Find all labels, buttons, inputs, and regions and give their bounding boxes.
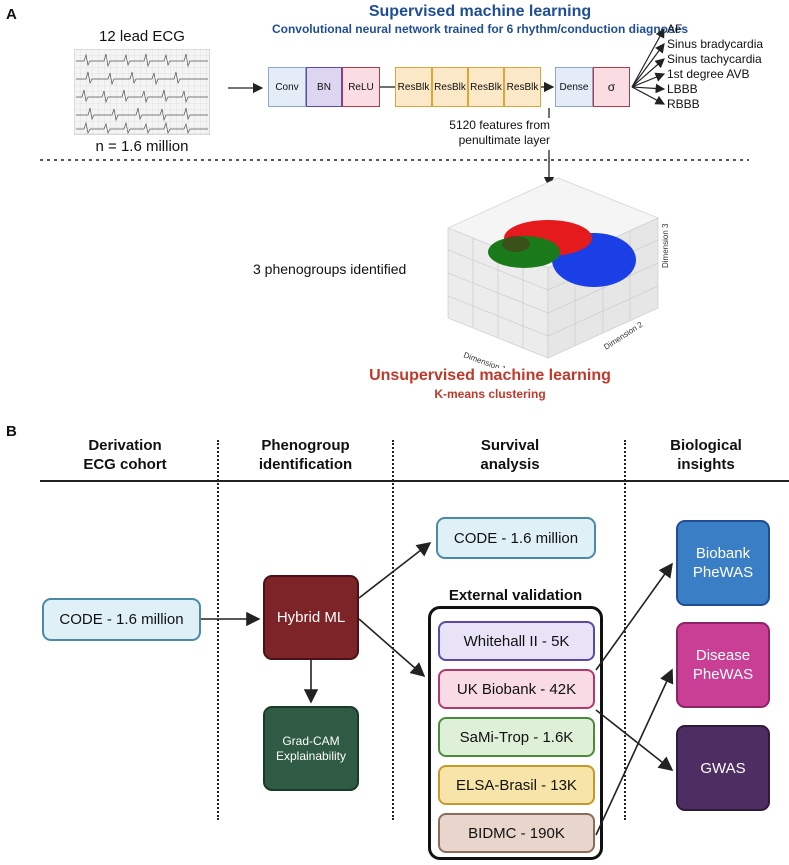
cohort-elsa-brasil: ELSA-Brasil - 13K — [438, 765, 595, 805]
gradcam-box: Grad-CAM Explainability — [263, 706, 359, 791]
gwas-box: GWAS — [676, 725, 770, 811]
diagnosis-af: AF — [667, 22, 683, 36]
panel-a-label: A — [6, 6, 17, 23]
header-survival: Survival analysis — [480, 437, 540, 473]
arrow-ukbiobank-to-gwas — [595, 709, 674, 771]
layer-bn: BN — [306, 67, 342, 107]
panel-b-connectors — [201, 542, 674, 836]
diagnosis-1st-degree-avb: 1st degree AVB — [667, 67, 750, 81]
diagnosis-lbbb: LBBB — [667, 82, 698, 96]
layer-resblk-1: ResBlk — [395, 67, 432, 107]
supervised-title: Supervised machine learning — [368, 3, 592, 20]
ecg-title: 12 lead ECG — [99, 28, 185, 45]
layer-resblk-2: ResBlk — [432, 67, 468, 107]
header-phenogroup: Phenogroup identification — [258, 437, 353, 473]
phenogroups-label: 3 phenogroups identified — [253, 261, 407, 277]
external-validation-title: External validation — [448, 587, 583, 604]
column-divider-2 — [392, 440, 394, 820]
panel-a-connectors — [40, 27, 749, 188]
cohort-bidmc: BIDMC - 190K — [438, 813, 595, 853]
hybrid-ml-box: Hybrid ML — [263, 575, 359, 660]
survival-code-box: CODE - 1.6 million — [436, 517, 596, 559]
features-note: 5120 features from penultimate layer — [449, 118, 550, 147]
layer-relu: ReLU — [342, 67, 380, 107]
ecg-image — [74, 49, 210, 135]
header-derivation: Derivation ECG cohort — [83, 437, 167, 473]
cohort-whitehall: Whitehall II - 5K — [438, 621, 595, 661]
unsupervised-title: Unsupervised machine learning — [369, 367, 611, 384]
arrow-hybrid-to-survival-code — [358, 542, 432, 599]
diagnosis-sinus-bradycardia: Sinus bradycardia — [667, 37, 764, 51]
arrow-hybrid-to-external — [358, 618, 426, 678]
supervised-subtitle: Convolutional neural network trained for… — [271, 22, 689, 36]
axis-label-dimension-1: Dimension 1 — [462, 350, 507, 368]
cluster-plot: Dimension 1 Dimension 2 Dimension 3 — [447, 177, 670, 368]
layer-dense: Dense — [555, 67, 593, 107]
header-rule — [40, 480, 789, 482]
cohort-uk-biobank: UK Biobank - 42K — [438, 669, 595, 709]
column-divider-1 — [217, 440, 219, 820]
panel-b-label: B — [6, 423, 17, 440]
diagnosis-fan-arrows — [631, 27, 666, 105]
axis-label-dimension-3: Dimension 3 — [661, 223, 670, 268]
layer-resblk-3: ResBlk — [468, 67, 504, 107]
layer-sigmoid: σ — [593, 67, 630, 107]
derivation-code-box: CODE - 1.6 million — [42, 598, 201, 641]
external-validation-group — [428, 606, 603, 860]
arrow-bidmc-to-disease-phewas — [595, 668, 674, 836]
layer-conv: Conv — [268, 67, 306, 107]
header-biological: Biological insights — [670, 437, 742, 473]
disease-phewas-box: Disease PheWAS — [676, 622, 770, 708]
layer-resblk-4: ResBlk — [504, 67, 541, 107]
diagnosis-sinus-tachycardia: Sinus tachycardia — [667, 52, 762, 66]
biobank-phewas-box: Biobank PheWAS — [676, 520, 770, 606]
cohort-sami-trop: SaMi-Trop - 1.6K — [438, 717, 595, 757]
arrow-ukbiobank-to-biobank-phewas — [595, 562, 673, 671]
unsupervised-subtitle: K-means clustering — [434, 387, 546, 401]
ecg-count: n = 1.6 million — [95, 138, 189, 155]
diagnosis-rbbb: RBBB — [667, 97, 700, 111]
